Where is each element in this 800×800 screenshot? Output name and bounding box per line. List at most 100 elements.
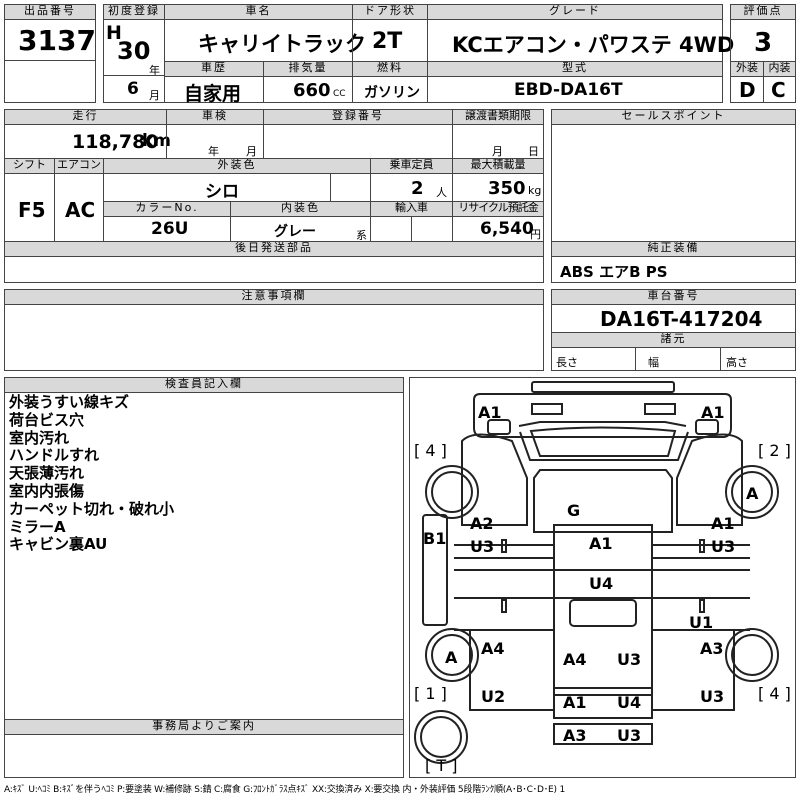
damage-mark: U3 [711,537,736,556]
note-line: 荷台ビス穴 [9,410,85,429]
grade: KCエアコン・パワステ 4WD [452,33,735,57]
damage-mark: U4 [617,693,642,712]
displacement-header: 排気量 [263,61,353,77]
capacity-header: 乗車定員 [370,158,453,174]
model: EBD-DA16T [514,80,623,100]
sales-point-header: セールスポイント [551,109,796,125]
yen-unit: 円 [530,228,541,241]
int-color: グレー [274,224,316,240]
mileage: 118,780 [72,131,159,153]
model-cell [427,76,723,103]
color-no: 26U [151,219,189,239]
inspection-year-unit: 年 [208,145,219,158]
km-unit: km [142,131,172,151]
sales-point-cell [551,124,796,242]
ext-color: シロ [205,182,239,202]
interior-grade-cell [763,76,796,103]
lot-no-lower-cell [4,60,96,103]
damage-mark: A3 [700,639,724,658]
corner-label-1-left: [ 1 ] [414,684,447,703]
transfer-header: 譲渡書類期限 [452,109,544,125]
note-line: 天張薄汚れ [9,464,85,483]
damage-mark: A [746,484,759,503]
damage-mark: U3 [470,537,495,556]
fuel-header: 燃料 [352,61,428,77]
history: 自家用 [184,83,242,105]
mileage-header: 走行 [4,109,167,125]
damage-mark: U3 [700,687,725,706]
car-name-header: 車名 [164,4,353,20]
height-label: 高さ [726,356,748,369]
interior-grade: C [771,78,786,102]
chassis-no: DA16T-417204 [600,307,763,331]
width-label: 幅 [648,356,659,369]
reg-no-cell [263,124,453,159]
legend-footer: A:ｷｽﾞ U:ﾍｺﾐ B:ｷｽﾞを伴うﾍｺﾐ P:要塗装 W:補修跡 S:錆 … [4,785,565,795]
inspector-header: 検査員記入欄 [4,377,404,393]
equipment-header: 純正装備 [551,241,796,257]
max-load-header: 最大積載量 [452,158,544,174]
capacity: 2 [411,178,424,199]
car-name: キャリイトラック [198,32,366,56]
import-cell-b [411,216,453,242]
equipment-cell [551,256,796,283]
office-header: 事務局よりご案内 [4,719,404,735]
transfer-day-unit: 日 [528,145,539,158]
corner-label-2-right: [ 2 ] [758,441,791,460]
notes-cell [4,304,544,371]
damage-mark: A3 [563,726,587,745]
damage-mark: A2 [470,514,494,533]
inspector-notes: 外装うすい線キズ 荷台ビス穴 室内汚れ ハンドルすれ 天張薄汚れ 室内内張傷 カ… [9,393,175,554]
damage-mark: A [445,648,458,667]
damage-mark: U4 [589,574,614,593]
inspection-month-unit: 月 [246,145,257,158]
first-reg-month: 6 [127,79,139,99]
later-parts-header: 後日発送部品 [4,241,544,257]
note-line: カーペット切れ・破れ小 [9,499,175,518]
damage-mark: A4 [563,650,587,669]
aircon-header: エアコン [54,158,104,174]
note-line: 室内汚れ [9,428,70,447]
model-header: 型式 [427,61,723,77]
note-line: 室内内張傷 [9,481,85,500]
kei-unit: 系 [356,229,367,242]
equipment: ABS エアB PS [560,263,668,281]
specs-header: 諸元 [551,332,796,348]
damage-mark: A1 [563,693,587,712]
max-load: 350 [488,178,526,199]
first-reg-era: H [106,22,122,44]
damage-mark: U1 [689,613,714,632]
door-header: ドア形状 [352,4,428,20]
damage-mark: U2 [481,687,506,706]
exterior-header: 外装 [730,61,764,77]
damage-mark: A1 [701,403,725,422]
first-reg-year: 30 [117,37,151,65]
corner-label-t: [ T ] [425,756,458,775]
damage-mark: A1 [589,534,613,553]
damage-mark: G [567,501,581,520]
transfer-month-unit: 月 [492,145,503,158]
displacement: 660 [293,80,331,101]
first-reg-header: 初度登録 [103,4,165,20]
height-cell [720,347,796,371]
damage-mark: B1 [423,529,447,548]
damage-mark: A1 [711,514,735,533]
score-header: 評価点 [730,4,796,20]
recycle-header: リサイクル預託金 [452,201,544,217]
damage-mark: A4 [481,639,505,658]
lot-no-header: 出品番号 [4,4,96,20]
year-unit: 年 [149,64,160,77]
shift: F5 [18,198,46,222]
office-cell [4,734,404,778]
import-cell-a [370,216,412,242]
lot-no: 3137 [18,24,96,57]
persons-unit: 人 [436,186,447,199]
corner-label-4-right: [ 4 ] [758,684,791,703]
exterior-grade: D [739,78,756,102]
shift-header: シフト [4,158,55,174]
reg-no-header: 登録番号 [263,109,453,125]
notes-header: 注意事項欄 [4,289,544,305]
truck-diagram [414,381,779,764]
ext-color-aux-cell [330,173,371,202]
corner-label-4-left: [ 4 ] [414,441,447,460]
